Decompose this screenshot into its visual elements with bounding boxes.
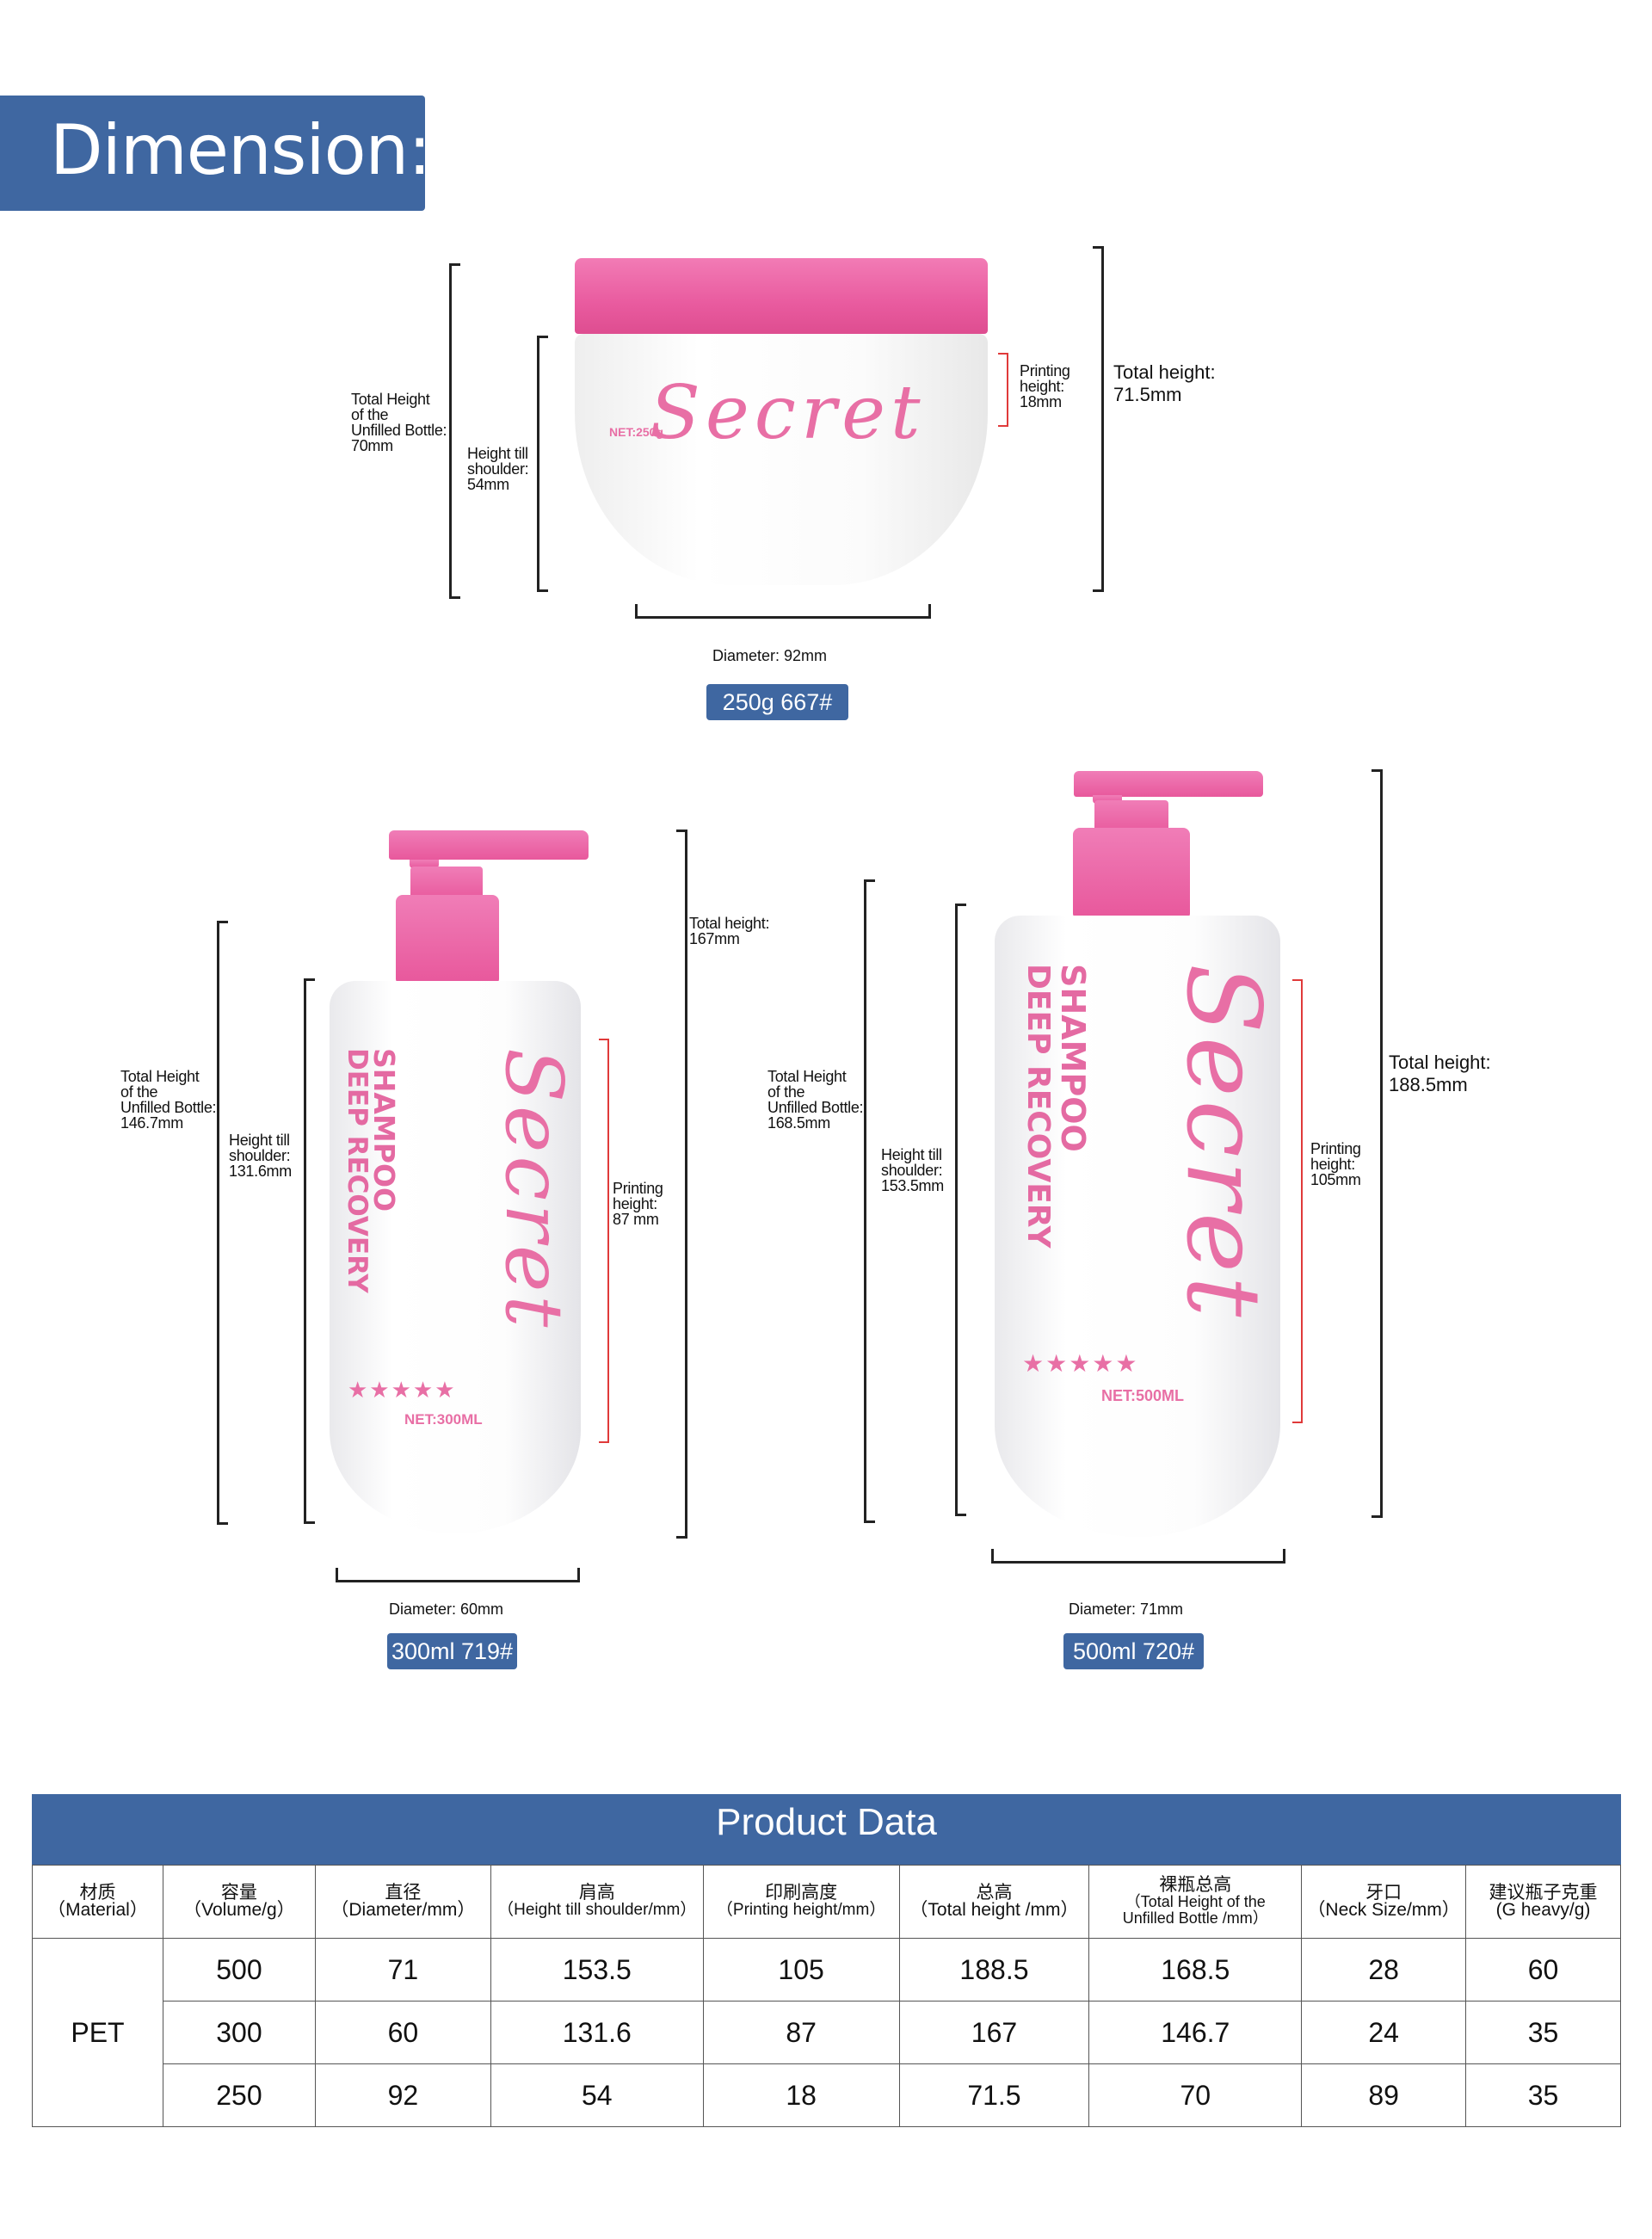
table-cell: 70 <box>1088 2063 1303 2127</box>
bottle-text-deep-recovery: DEEP RECOVERY <box>1020 964 1056 1249</box>
label-total-height: Total height: 188.5mm <box>1389 1052 1491 1095</box>
label-unfilled-height: Total Height of the Unfilled Bottle: 168… <box>767 1068 864 1132</box>
jar-brand-text: Secret <box>650 370 926 456</box>
bracket-printing-height <box>1292 979 1303 1423</box>
bottle-body <box>330 981 581 1533</box>
page-title: Dimension: <box>50 110 431 190</box>
jar-body <box>575 334 988 585</box>
rating-stars: ★★★★★ <box>1022 1350 1139 1377</box>
table-cell: 35 <box>1465 2001 1621 2064</box>
bottle-net-text: NET:500ML <box>1101 1387 1185 1404</box>
bracket-diameter <box>635 604 931 619</box>
table-cell: 250 <box>162 2063 316 2127</box>
pump-head <box>1074 771 1263 797</box>
header-cell: 建议瓶子克重(G heavy/g) <box>1465 1865 1621 1939</box>
header-cell: 肩高（Height till shoulder/mm） <box>490 1865 704 1939</box>
table-cell: 168.5 <box>1088 1938 1303 2002</box>
table-cell: 153.5 <box>490 1938 704 2002</box>
bracket-total-height <box>1372 769 1383 1518</box>
table-cell: 131.6 <box>490 2001 704 2064</box>
label-printing-height: Printing height: 87 mm <box>613 1180 663 1228</box>
bracket-total-height <box>676 830 687 1539</box>
jar-net-text: NET:250g <box>609 425 664 439</box>
header-cell: 材质（Material） <box>32 1865 163 1939</box>
label-printing-height: Printing height: 18mm <box>1020 362 1070 410</box>
table-cell: 92 <box>314 2063 491 2127</box>
bracket-unfilled-height <box>217 921 228 1525</box>
table-cell: 188.5 <box>898 1938 1090 2002</box>
table-cell: 71.5 <box>898 2063 1090 2127</box>
product-data-table: 材质（Material） 容量（Volume/g） 直径（Diameter/mm… <box>32 1865 1621 2127</box>
bottle-net-text: NET:300ML <box>404 1411 483 1428</box>
table-row: 250 92 54 18 71.5 70 89 35 <box>33 2063 1621 2127</box>
pump-head <box>389 830 589 860</box>
bracket-shoulder-height <box>304 978 315 1524</box>
bracket-total-height <box>1093 246 1104 592</box>
model-badge: 250g 667# <box>706 684 848 720</box>
table-cell: 24 <box>1301 2001 1467 2064</box>
bracket-diameter <box>991 1549 1285 1564</box>
table-cell: 18 <box>702 2063 900 2127</box>
header-cell: 牙口（Neck Size/mm） <box>1301 1865 1467 1939</box>
bracket-shoulder-height <box>955 904 966 1516</box>
header-cell: 裸瓶总高（Total Height of the Unfilled Bottle… <box>1088 1865 1303 1939</box>
bracket-printing-height <box>599 1039 609 1443</box>
table-cell: 89 <box>1301 2063 1467 2127</box>
table-cell: 71 <box>314 1938 491 2002</box>
table-row: 300 60 131.6 87 167 146.7 24 35 <box>33 2001 1621 2064</box>
bracket-printing-height <box>998 353 1008 427</box>
table-cell: 167 <box>898 2001 1090 2064</box>
table-cell: 60 <box>1465 1938 1621 2002</box>
bottle-brand-text: Secret <box>1164 964 1283 1321</box>
table-cell: 300 <box>162 2001 316 2064</box>
table-title-bar <box>32 1794 1621 1865</box>
label-total-height: Total height: 167mm <box>689 915 770 947</box>
table-cell: 60 <box>314 2001 491 2064</box>
bottle-text-deep-recovery: DEEP RECOVERY <box>342 1048 373 1293</box>
bracket-unfilled-height <box>864 879 875 1523</box>
bracket-diameter <box>336 1568 580 1582</box>
bottle-text-shampoo: SHAMPOO <box>367 1048 401 1212</box>
label-diameter: Diameter: 71mm <box>1069 1601 1184 1618</box>
header-cell: 总高（Total height /mm） <box>898 1865 1090 1939</box>
pump-collar <box>1073 828 1190 917</box>
material-cell: PET <box>32 1938 163 2127</box>
table-cell: 35 <box>1465 2063 1621 2127</box>
label-shoulder-height: Height till shoulder: 54mm <box>467 445 529 493</box>
table-cell: 28 <box>1301 1938 1467 2002</box>
header-cell: 印刷高度（Printing height/mm） <box>702 1865 900 1939</box>
label-diameter: Diameter: 60mm <box>389 1601 504 1618</box>
table-title: Product Data <box>716 1801 937 1843</box>
label-shoulder-height: Height till shoulder: 131.6mm <box>229 1132 292 1180</box>
bracket-shoulder-height <box>537 336 548 592</box>
table-cell: 54 <box>490 2063 704 2127</box>
pump-collar <box>396 895 499 983</box>
label-total-height: Total height: 71.5mm <box>1113 361 1216 405</box>
model-badge: 500ml 720# <box>1063 1633 1204 1669</box>
table-row: PET 500 71 153.5 105 188.5 168.5 28 60 <box>32 1938 1621 2127</box>
pump-nozzle <box>1093 795 1122 804</box>
header-cell: 直径（Diameter/mm） <box>314 1865 491 1939</box>
bottle-text-shampoo: SHAMPOO <box>1054 964 1092 1152</box>
table-cell: 500 <box>162 1938 316 2002</box>
label-diameter: Diameter: 92mm <box>712 647 828 664</box>
rating-stars: ★★★★★ <box>348 1377 457 1403</box>
table-header-row: 材质（Material） 容量（Volume/g） 直径（Diameter/mm… <box>32 1865 1621 1939</box>
header-banner <box>0 96 425 211</box>
bottle-brand-text: Secret <box>488 1048 580 1331</box>
label-shoulder-height: Height till shoulder: 153.5mm <box>881 1146 944 1194</box>
label-unfilled-height: Total Height of the Unfilled Bottle: 146… <box>120 1068 217 1132</box>
label-unfilled-height: Total Height of the Unfilled Bottle: 70m… <box>351 391 447 454</box>
pump-nozzle <box>410 860 439 868</box>
model-badge: 300ml 719# <box>387 1633 517 1669</box>
jar-lid <box>575 258 988 334</box>
bottle-body <box>995 916 1280 1537</box>
header-cell: 容量（Volume/g） <box>162 1865 316 1939</box>
table-cell: 146.7 <box>1088 2001 1303 2064</box>
bracket-unfilled-height <box>449 263 460 599</box>
table-cell: 105 <box>702 1938 900 2002</box>
label-printing-height: Printing height: 105mm <box>1310 1140 1361 1188</box>
table-cell: 87 <box>702 2001 900 2064</box>
